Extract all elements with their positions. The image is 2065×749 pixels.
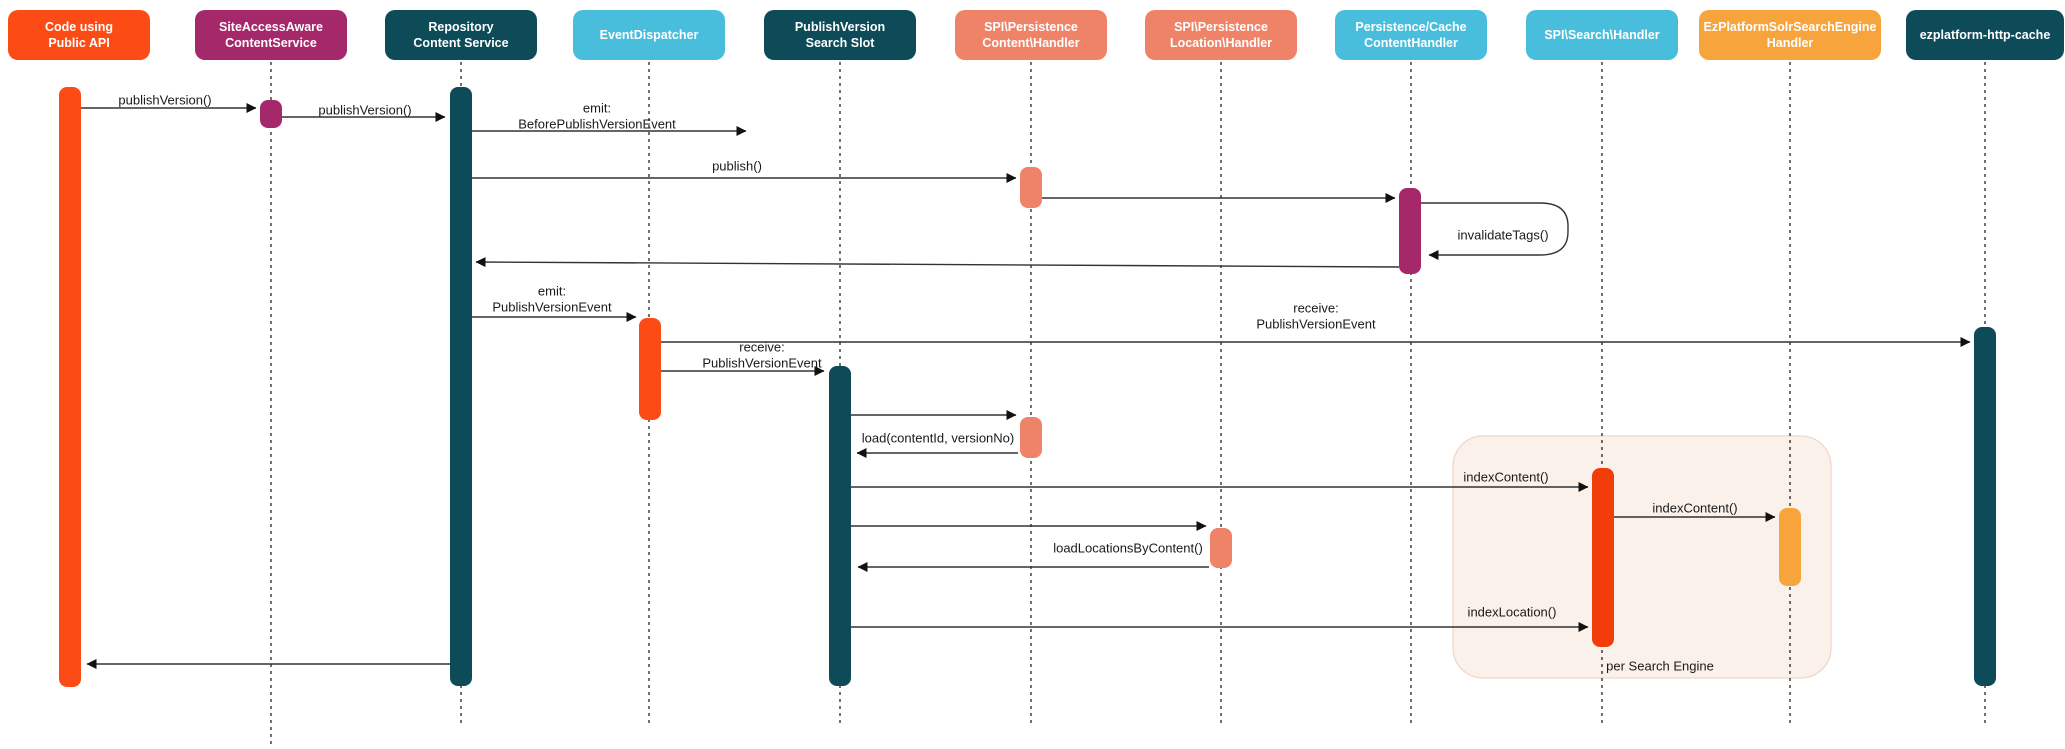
actor-spi-persistence-location-handler: SPI\Persistence Location\Handler — [1145, 10, 1297, 60]
actor-eventdispatcher: EventDispatcher — [573, 10, 725, 60]
label-loadlocationsbycontent: loadLocationsByContent() — [1053, 540, 1203, 556]
actor-siteaccessaware-contentservice: SiteAccessAware ContentService — [195, 10, 347, 60]
actor-persistence-cache-contenthandler: Persistence/Cache ContentHandler — [1335, 10, 1487, 60]
label-publish: publish() — [712, 158, 762, 174]
label-load-contentid-versionno: load(contentId, versionNo) — [861, 430, 1015, 446]
label-receive-publishversionevent-left: receive: PublishVersionEvent — [702, 339, 822, 371]
activation-eventdispatcher — [639, 318, 661, 420]
label-indexlocation: indexLocation() — [1467, 604, 1557, 620]
activation-repository-content-service — [450, 87, 472, 686]
activation-siteaccessaware — [260, 100, 282, 128]
activation-publishversion-search-slot — [829, 366, 851, 686]
actor-code-using-public-api: Code using Public API — [8, 10, 150, 60]
label-publishversion-1: publishVersion() — [118, 92, 212, 108]
activation-spi-content-handler-load — [1020, 417, 1042, 458]
label-emit-publishversionevent: emit: PublishVersionEvent — [492, 283, 612, 315]
label-indexcontent-1: indexContent() — [1463, 469, 1549, 485]
actor-spi-search-handler: SPI\Search\Handler — [1526, 10, 1678, 60]
activation-spi-location-handler — [1210, 528, 1232, 568]
label-emit-beforepublishversionevent: emit: BeforePublishVersionEvent — [518, 100, 676, 132]
label-publishversion-2: publishVersion() — [318, 102, 412, 118]
arrow-invalidatetags-selfloop — [1421, 202, 1569, 260]
activation-spi-search-handler — [1592, 468, 1614, 647]
label-per-search-engine: per Search Engine — [1606, 658, 1714, 674]
per-search-engine-group-frame — [1452, 435, 1832, 679]
actor-ezplatformsolrsearchengine-handler: EzPlatformSolrSearchEngine Handler — [1699, 10, 1881, 60]
actor-spi-persistence-content-handler: SPI\Persistence Content\Handler — [955, 10, 1107, 60]
arrow-publish-return — [475, 257, 1400, 268]
actor-repository-content-service: Repository Content Service — [385, 10, 537, 60]
actor-publishversion-search-slot: PublishVersion Search Slot — [764, 10, 916, 60]
activation-code-using-public-api — [59, 87, 81, 687]
message-arrows — [81, 103, 1971, 669]
activation-ezplatform-http-cache — [1974, 327, 1996, 686]
label-indexcontent-2: indexContent() — [1652, 500, 1738, 516]
label-invalidatetags: invalidateTags() — [1457, 227, 1549, 243]
activation-solr-engine-handler — [1779, 508, 1801, 586]
label-receive-publishversionevent-right: receive: PublishVersionEvent — [1256, 300, 1376, 332]
activation-persistence-cache — [1399, 188, 1421, 274]
activation-spi-content-handler-publish — [1020, 167, 1042, 208]
actor-ezplatform-http-cache: ezplatform-http-cache — [1906, 10, 2064, 60]
